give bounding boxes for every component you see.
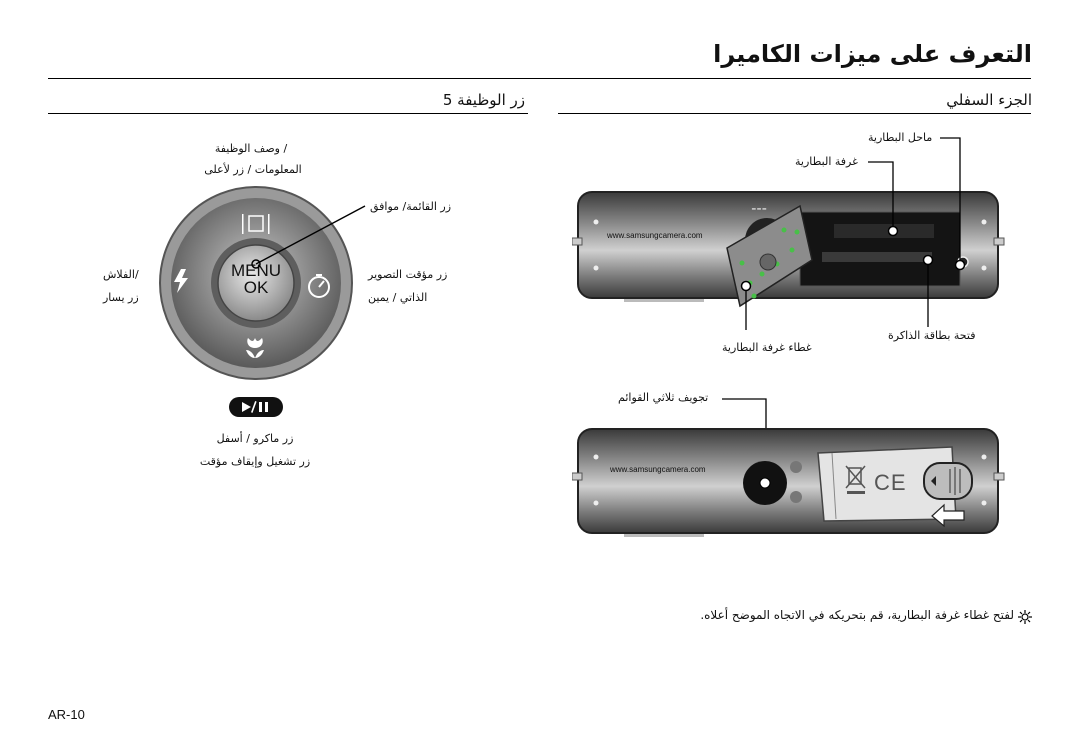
play-pause-icon[interactable]	[229, 397, 283, 421]
menu-ok-label: زر القائمة/ موافق	[370, 200, 452, 213]
battery-cover-label: غطاء غرفة البطارية	[722, 341, 812, 354]
battery-cover-note: لفتح غطاء غرفة البطارية، قم بتحريكه في ا…	[700, 608, 1014, 622]
title-rule	[48, 78, 1031, 79]
flash-left-label: /الفلاش	[103, 268, 139, 281]
macro-icon[interactable]	[242, 336, 268, 364]
page-number: AR-10	[48, 707, 85, 722]
self-timer-label: زر مؤقت التصوير	[368, 268, 448, 281]
note-icon	[1018, 609, 1032, 628]
svg-text:━ ━ ━: ━ ━ ━	[751, 207, 767, 213]
battery-chamber-label: غرفة البطارية	[795, 155, 858, 168]
function-desc-label: / وصف الوظيفة	[214, 142, 288, 155]
section-rule-buttons	[48, 113, 528, 114]
camera-bottom-closed	[572, 425, 1007, 550]
function-desc-button-icon[interactable]	[238, 213, 274, 239]
left-button-label: زر يسار	[103, 291, 139, 304]
right-button-label: الذاتي / يمين	[368, 291, 428, 304]
section-rule-bottom	[558, 113, 1031, 114]
macro-down-label: زر ماكرو / أسفل	[216, 432, 294, 445]
menu-label: MENU	[230, 261, 282, 280]
menu-ok-button[interactable]: MENU OK	[212, 262, 300, 296]
section-heading-buttons: زر الوظيفة 5	[442, 91, 525, 109]
play-pause-label: زر تشغيل وإيقاف مؤقت	[199, 455, 311, 468]
menu-leader-line	[251, 205, 366, 269]
page-title: التعرف على ميزات الكاميرا	[713, 40, 1032, 68]
five-function-dial	[158, 185, 358, 385]
callout-lines-top	[740, 137, 966, 330]
ok-label: OK	[243, 278, 269, 297]
tripod-socket-label: تجويف ثلاثي القوائم	[618, 391, 709, 404]
flash-icon[interactable]	[172, 268, 190, 298]
self-timer-icon[interactable]	[306, 273, 332, 303]
website-text-bottom: www.samsungcamera.com	[610, 465, 706, 474]
memory-slot-label: فتحة بطاقة الذاكرة	[888, 329, 976, 342]
battery-lock-label: ماحل البطارية	[868, 131, 933, 144]
ce-mark-icon: CE	[874, 470, 907, 495]
website-text-top: www.samsungcamera.com	[607, 231, 703, 240]
section-heading-bottom: الجزء السفلي	[946, 91, 1032, 109]
weee-icon	[845, 464, 867, 500]
up-button-label: المعلومات / زر لأعلى	[204, 163, 302, 176]
